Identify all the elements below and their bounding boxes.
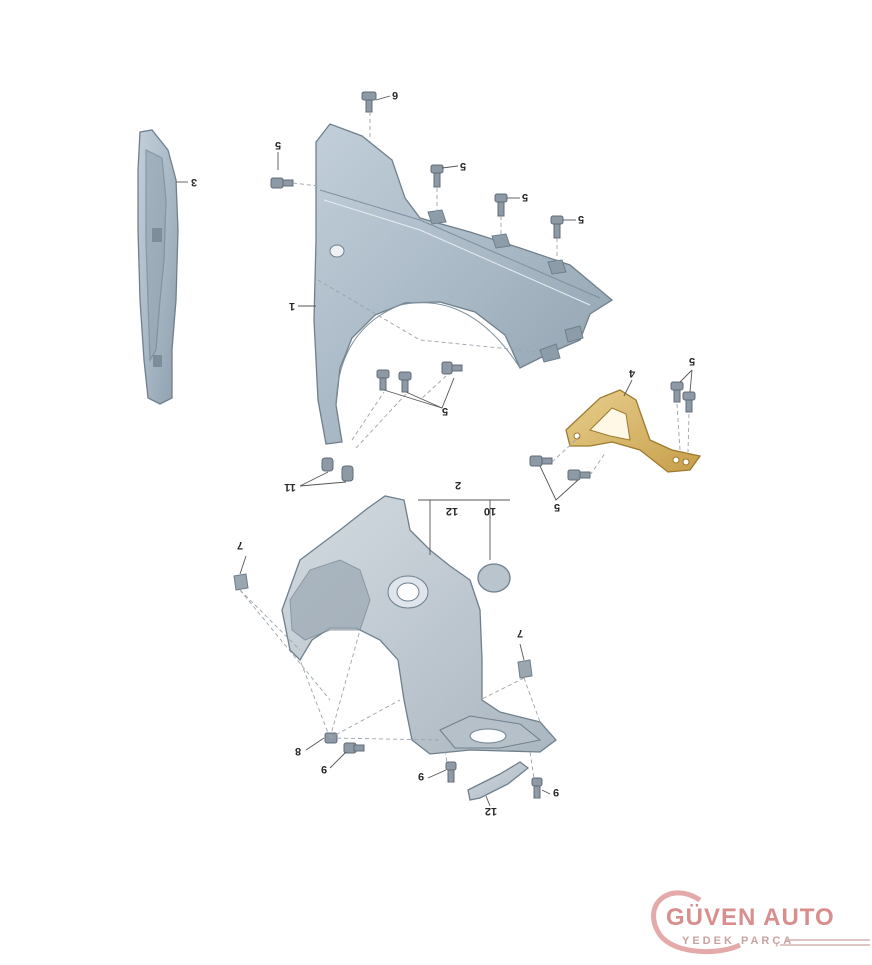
clip-7-right	[517, 659, 533, 679]
callout-8: 8	[295, 745, 301, 757]
part-4-bracket	[565, 389, 702, 473]
callout-3: 3	[191, 176, 197, 188]
callout-7a: 7	[237, 539, 243, 551]
callout-11: 11	[284, 481, 296, 493]
callout-4: 4	[628, 367, 635, 379]
callout-5c: 5	[522, 191, 528, 203]
callout-6: 6	[392, 89, 398, 101]
callout-5f: 5	[689, 355, 695, 367]
callout-1: 1	[289, 300, 295, 312]
callout-9c: 9	[553, 786, 559, 798]
watermark-subtitle: YEDEK PARÇA	[682, 935, 794, 947]
callout-5e: 5	[442, 405, 448, 417]
callout-labels: 3 1 6 5 5 5 5 5 5 5 4 11 2 12 10 7 7 8 9…	[191, 89, 695, 817]
callout-9b: 9	[418, 770, 424, 782]
bolt-group	[270, 91, 696, 799]
part-2-wheel-liner	[281, 495, 557, 755]
leader-lines	[176, 95, 693, 807]
watermark-brand: GÜVEN AUTO	[666, 904, 835, 931]
callout-2: 2	[455, 479, 461, 491]
callout-12a: 12	[446, 505, 458, 517]
callout-9a: 9	[321, 763, 327, 775]
callout-5b: 5	[460, 160, 466, 172]
callout-5g: 5	[554, 501, 560, 513]
callout-5d: 5	[578, 213, 584, 225]
callout-12b: 12	[485, 805, 497, 817]
clip-7-left	[233, 573, 249, 591]
part-3-seal	[137, 129, 179, 405]
part-10-cap	[477, 563, 511, 593]
callout-5a: 5	[275, 139, 281, 151]
callout-7b: 7	[517, 627, 523, 639]
part-12-lower-bracket	[467, 761, 530, 801]
watermark-logo: GÜVEN AUTO YEDEK PARÇA	[651, 890, 870, 955]
dashed-connectors	[239, 112, 690, 799]
callout-10: 10	[484, 505, 496, 517]
part-1-fender	[313, 123, 614, 445]
logo-swoosh-icon	[651, 890, 742, 955]
